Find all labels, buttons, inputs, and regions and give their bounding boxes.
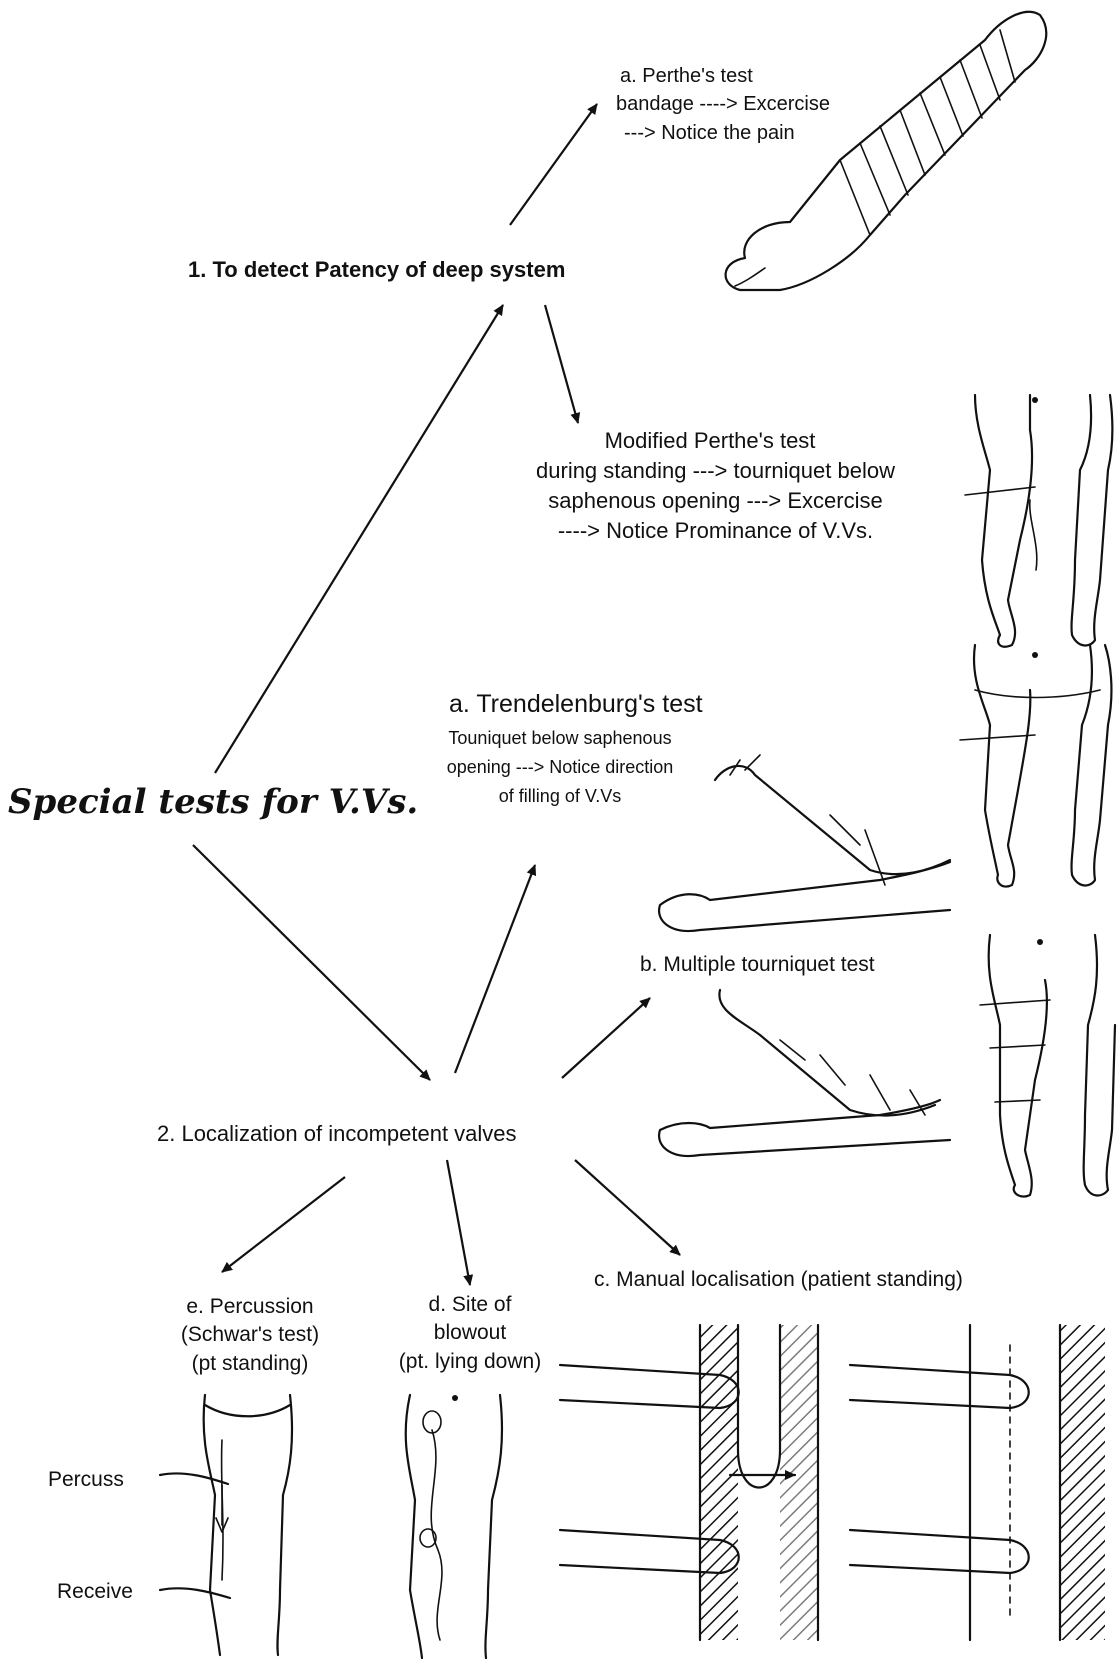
arrow-branch2-to-trendelenburg xyxy=(455,865,535,1073)
modified-perthe-line-4: ----> Notice Prominance of V.Vs. xyxy=(478,518,953,544)
standing-legs-icon xyxy=(960,645,1111,887)
standing-legs-icon xyxy=(980,935,1115,1197)
modified-perthe-line-3: saphenous opening ---> Excercise xyxy=(478,488,953,514)
branch1-title: 1. To detect Patency of deep system xyxy=(188,257,565,283)
modified-perthe-line-1: Modified Perthe's test xyxy=(500,428,920,454)
arrow-branch1-to-perthe xyxy=(510,104,597,225)
blowout-line-3: (pt. lying down) xyxy=(365,1350,575,1375)
arrow-branch2-to-blowout xyxy=(447,1160,470,1285)
trendelenburg-line-1: Touniquet below saphenous xyxy=(410,728,710,749)
manual-localisation-title: c. Manual localisation (patient standing… xyxy=(594,1268,963,1293)
arrow-branch2-to-percussion xyxy=(222,1177,345,1272)
percussion-line-3: (pt standing) xyxy=(160,1352,340,1377)
arrow-branch2-to-multiple xyxy=(562,998,650,1078)
percussion-line-1: e. Percussion xyxy=(160,1295,340,1320)
arrow-branch1-to-modified xyxy=(545,305,578,423)
arrow-branch2-to-manual xyxy=(575,1160,680,1255)
branch2-title: 2. Localization of incompetent valves xyxy=(157,1121,517,1147)
leg-raised-icon xyxy=(659,990,950,1156)
bandaged-leg-icon xyxy=(726,12,1047,290)
arrow-center-to-branch2 xyxy=(193,845,430,1080)
percussion-line-2: (Schwar's test) xyxy=(160,1323,340,1348)
central-title: Special tests for V.Vs. xyxy=(8,782,418,822)
finger-vein-icon xyxy=(560,1325,1105,1640)
modified-perthe-line-2: during standing ---> tourniquet below xyxy=(478,458,953,484)
perthe-test-line-2: bandage ----> Excercise xyxy=(616,93,830,117)
blowout-line-1: d. Site of xyxy=(380,1293,560,1318)
leg-raised-icon xyxy=(659,755,950,931)
percuss-label: Percuss xyxy=(48,1468,124,1493)
standing-legs-icon xyxy=(406,1395,502,1658)
standing-legs-icon xyxy=(965,395,1112,647)
receive-label: Receive xyxy=(57,1580,133,1605)
perthe-test-line-1: a. Perthe's test xyxy=(620,65,753,89)
trendelenburg-line-2: opening ---> Notice direction xyxy=(405,757,715,778)
blowout-line-2: blowout xyxy=(380,1321,560,1346)
trendelenburg-line-3: of filling of V.Vs xyxy=(450,786,670,807)
standing-legs-icon xyxy=(160,1395,292,1655)
perthe-test-line-3: ---> Notice the pain xyxy=(624,122,795,146)
multiple-tourniquet-title: b. Multiple tourniquet test xyxy=(640,953,875,978)
trendelenburg-title: a. Trendelenburg's test xyxy=(449,690,703,720)
